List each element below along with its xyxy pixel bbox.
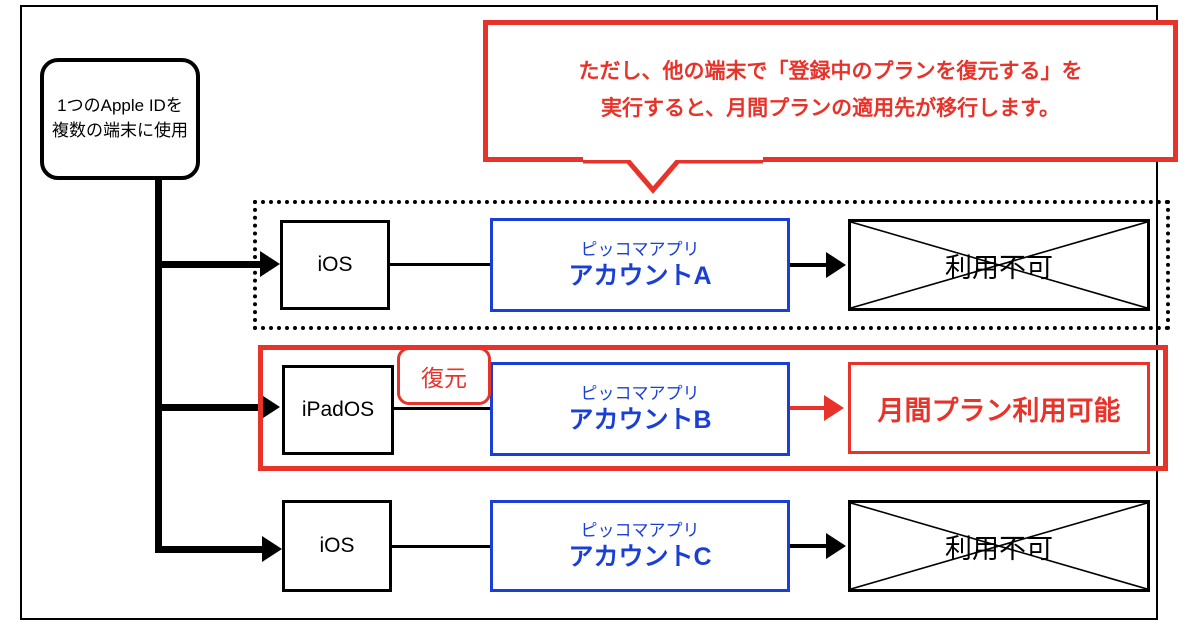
os-label-row-3: iOS [319, 534, 355, 557]
callout-line-1: ただし、他の端末で「登録中のプランを復元する」を [578, 60, 1083, 84]
branch-arrow-row-1 [260, 251, 280, 277]
callout-tail-icon [583, 156, 763, 194]
os-label-row-2: iPadOS [301, 398, 375, 421]
group-frame-row-1 [253, 200, 1170, 330]
account-label-row-1: アカウントA [568, 261, 712, 290]
branch-arrow-row-2 [260, 394, 280, 420]
result-label-row-1: 利用不可 [945, 252, 1053, 283]
branch-line-row-1 [161, 261, 266, 268]
result-arrow-line-row-2 [790, 406, 830, 410]
callout-line-2: 実行すると、月間プランの適用先が移行します。 [600, 97, 1061, 120]
account-label-row-3: アカウントC [568, 542, 712, 571]
account-label-row-2: アカウントB [568, 405, 712, 434]
result-arrow-head-row-2 [824, 395, 844, 421]
branch-line-row-2 [161, 404, 266, 411]
branch-arrow-row-3 [262, 536, 282, 562]
result-box-row-3: 利用不可 [848, 500, 1150, 592]
result-arrow-head-row-1 [826, 252, 846, 278]
account-box-row-1: ピッコマアプリ アカウントA [490, 218, 790, 312]
result-arrow-line-row-1 [790, 263, 832, 267]
result-label-row-2: 月間プラン利用可能 [877, 395, 1121, 426]
source-line-2: 複数の端末に使用 [52, 121, 188, 140]
source-line-1: 1つのApple IDを [57, 96, 183, 116]
result-box-row-1: 利用不可 [848, 219, 1150, 311]
app-name-row-1: ピッコマアプリ [580, 239, 700, 259]
result-arrow-line-row-3 [790, 544, 832, 548]
connector-row-1 [388, 263, 492, 266]
callout-body: ただし、他の端末で「登録中のプランを復元する」を 実行すると、月間プランの適用先… [483, 20, 1178, 162]
app-name-row-2: ピッコマアプリ [580, 383, 700, 403]
outer-frame [20, 5, 1158, 620]
account-box-row-2: ピッコマアプリ アカウントB [490, 362, 790, 456]
result-box-row-2: 月間プラン利用可能 [848, 362, 1150, 454]
restore-badge: 復元 [397, 347, 491, 405]
callout-note: ただし、他の端末で「登録中のプランを復元する」を 実行すると、月間プランの適用先… [483, 20, 1178, 194]
connector-row-2 [392, 407, 492, 410]
os-box-row-3: iOS [282, 500, 392, 592]
group-frame-row-2 [258, 345, 1168, 471]
trunk-line [155, 178, 162, 553]
restore-badge-label: 復元 [421, 365, 467, 391]
result-label-row-3: 利用不可 [945, 533, 1053, 564]
os-box-row-1: iOS [280, 220, 390, 310]
os-label-row-1: iOS [317, 253, 353, 276]
app-name-row-3: ピッコマアプリ [580, 520, 700, 540]
result-arrow-head-row-3 [826, 533, 846, 559]
source-apple-id-box: 1つのApple IDを 複数の端末に使用 [40, 58, 200, 180]
connector-row-3 [390, 545, 492, 548]
branch-line-row-3 [161, 546, 271, 553]
os-box-row-2: iPadOS [282, 365, 394, 455]
account-box-row-3: ピッコマアプリ アカウントC [490, 500, 790, 592]
